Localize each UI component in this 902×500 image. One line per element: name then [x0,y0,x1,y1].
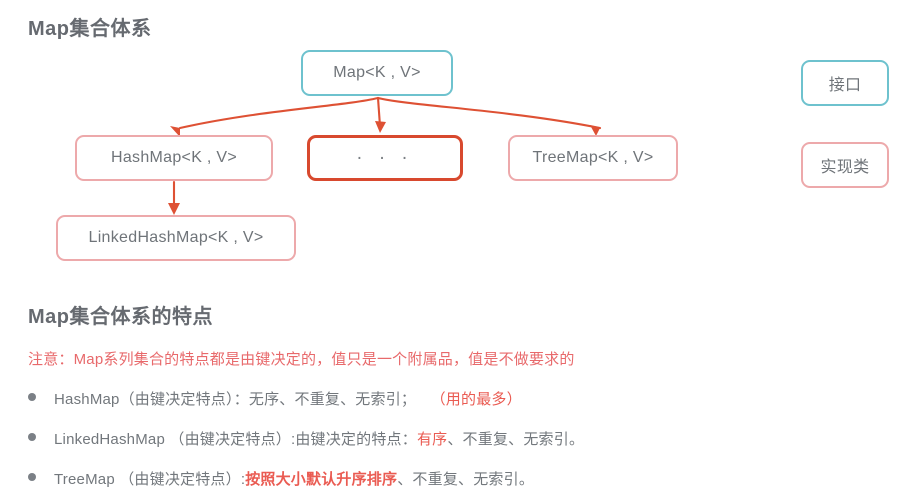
feature-bullet-treemap: TreeMap （由键决定特点）:按照大小默认升序排序、不重复、无索引。 [28,468,534,489]
diagram-node-others[interactable]: . . . [307,135,463,181]
diagram-node-map[interactable]: Map<K , V> [301,50,453,96]
diagram-node-hashmap[interactable]: HashMap<K , V> [75,135,273,181]
legend-interface: 接口 [801,60,889,106]
feature-bullet-hashmap: HashMap（由键决定特点）：无序、不重复、无索引； （用的最多） [28,388,522,409]
arrowhead-linkedhashmap [168,203,180,215]
diagram-node-treemap-label: TreeMap<K , V> [532,149,654,166]
legend-implementation-class: 实现类 [801,142,889,188]
arrow-map-to-dots [376,96,382,128]
map-hierarchy-diagram: Map<K , V> HashMap<K , V> . . . TreeMap<… [0,40,902,290]
page-title-map-system: Map集合体系 [28,18,152,40]
diagram-node-hashmap-label: HashMap<K , V> [110,149,238,166]
feature-bullet-treemap-highlight: 按照大小默认升序排序 [245,471,398,488]
arrow-map-to-hashmap [178,96,380,130]
feature-bullet-linkedhashmap-highlight: 有序 [416,431,448,448]
feature-bullet-hashmap-text: HashMap（由键决定特点）：无序、不重复、无索引； [54,391,417,408]
feature-bullet-linkedhashmap-text-tail: 、不重复、无索引。 [447,431,585,448]
feature-bullet-hashmap-highlight: （用的最多） [438,391,522,408]
legend-implementation-class-label: 实现类 [820,159,870,176]
bullet-marker-icon [28,393,36,401]
features-note: 注意：Map系列集合的特点都是由键决定的，值只是一个附属品，值是不做要求的 [28,351,575,368]
bullet-marker-icon [28,433,36,441]
diagram-node-linkedhashmap[interactable]: LinkedHashMap<K , V> [56,215,296,261]
arrow-map-to-treemap [376,96,602,130]
bullet-marker-icon [28,473,36,481]
diagram-node-linkedhashmap-label: LinkedHashMap<K , V> [88,229,264,246]
diagram-node-map-label: Map<K , V> [333,64,421,81]
legend-interface-label: 接口 [828,77,862,94]
diagram-node-others-label: . . . [356,143,414,164]
feature-bullet-linkedhashmap: LinkedHashMap （由键决定特点）:由键决定的特点：有序、不重复、无索… [28,428,584,449]
diagram-node-treemap[interactable]: TreeMap<K , V> [508,135,678,181]
section-title-map-features: Map集合体系的特点 [28,306,213,328]
feature-bullet-treemap-text: TreeMap （由键决定特点）: [54,471,246,488]
feature-bullet-treemap-text-tail: 、不重复、无索引。 [397,471,535,488]
arrowhead-dots [375,121,386,133]
feature-bullet-linkedhashmap-text: LinkedHashMap （由键决定特点）:由键决定的特点： [54,431,417,448]
